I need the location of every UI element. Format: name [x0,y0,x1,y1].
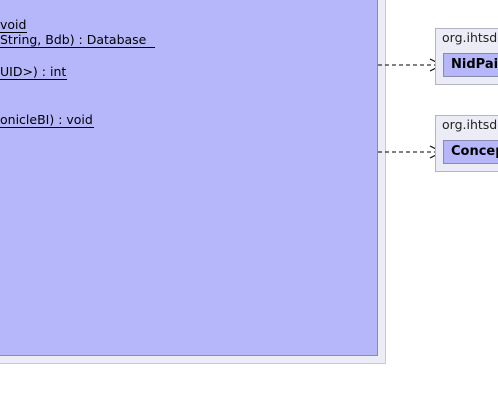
package-label: org.ihtsdo [442,117,498,132]
class-box [0,0,378,356]
method-underline [0,47,155,48]
class-name-box: Concep [443,140,498,164]
method-signature: UID>) : int [0,64,67,79]
method-underline [0,32,27,33]
package-label: org.ihtsdo [442,30,498,45]
class-name: Concep [451,144,498,159]
method-underline [0,79,67,80]
referenced-class-nidpair: org.ihtsdo NidPai [435,28,498,85]
method-signature: String, Bdb) : Database [0,32,147,47]
class-name: NidPai [451,57,498,72]
method-underline [0,127,94,128]
referenced-class-concept: org.ihtsdo Concep [435,115,498,172]
method-signature: onicleBI) : void [0,112,93,127]
class-name-box: NidPai [443,53,498,77]
method-signature: void [0,17,27,32]
